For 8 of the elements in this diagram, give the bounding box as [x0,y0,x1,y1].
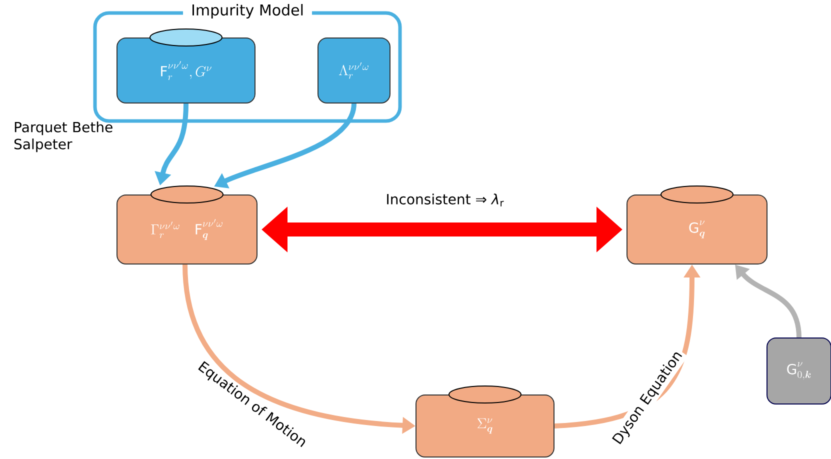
process-box: $\Sigma_{\boldsymbol{q}}^{\nu}$ [416,386,554,458]
process-box: $\mathrm{G}_{\boldsymbol{q}}^{\nu}$ [626,186,768,264]
process-box: $\Lambda_r^{\nu\nu'\omega}$ [318,38,390,104]
process-box: $\mathrm{G}_{0,\boldsymbol{k}}^{\nu}$ [766,338,831,404]
process-box: $\Gamma_r^{\nu\nu'\omega}$ $\mathrm{F}_{\boldsymbol{q}}^{\nu\nu'\omega}$ [116,186,258,264]
note-text: Parquet Bethe Salpeter [14,122,112,152]
process-box: $\mathrm{F}_r^{\nu\nu'\omega}, G^{\nu}$ [116,28,256,104]
edge-label: Inconsistent ⇒ λ$_{r}$ [384,192,506,208]
